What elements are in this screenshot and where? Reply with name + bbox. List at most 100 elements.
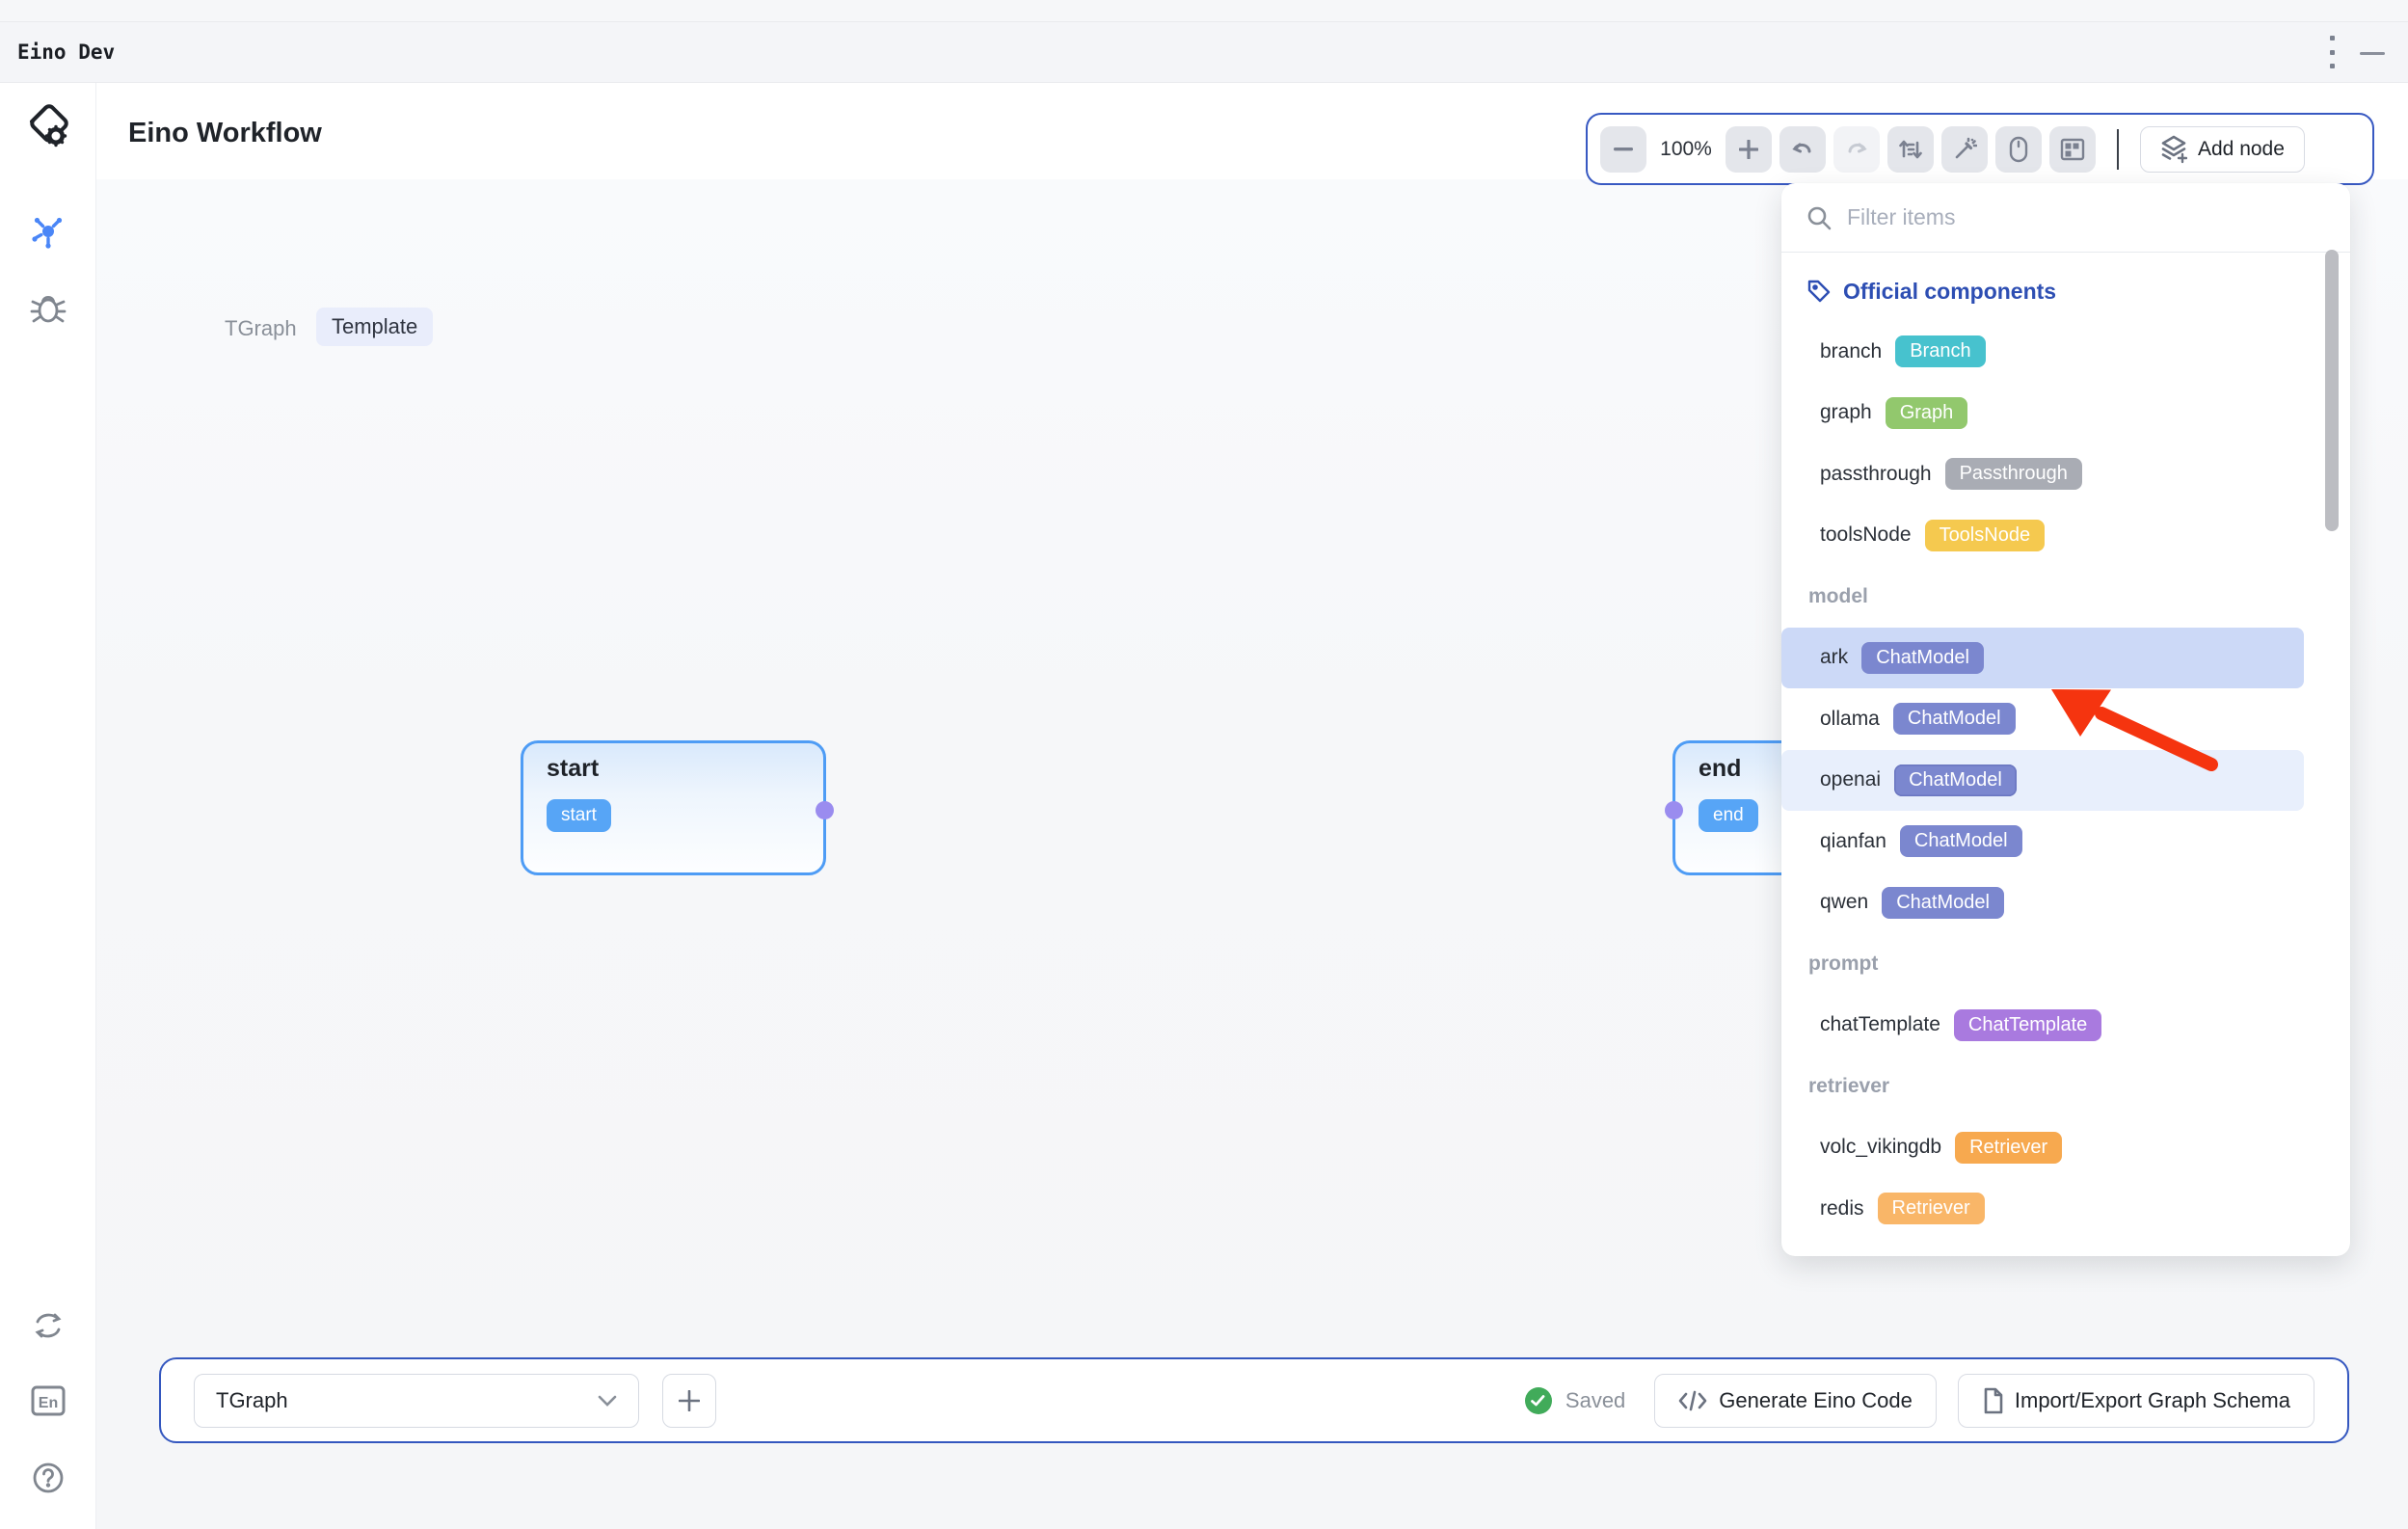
component-item-label: openai bbox=[1820, 768, 1882, 791]
bottom-bar: TGraph Saved Generate Eino Code Import/E… bbox=[159, 1357, 2349, 1443]
magic-wand-button[interactable] bbox=[1941, 125, 1988, 173]
saved-label: Saved bbox=[1565, 1387, 1626, 1412]
sidebar-item-debug[interactable] bbox=[26, 285, 70, 330]
component-type-badge: ChatModel bbox=[1899, 825, 2022, 858]
tag-icon bbox=[1807, 280, 1831, 303]
language-icon: En bbox=[31, 1385, 65, 1416]
zoom-level: 100% bbox=[1660, 137, 1712, 160]
generate-eino-code-label: Generate Eino Code bbox=[1719, 1387, 1913, 1412]
official-components-header: Official components bbox=[1781, 272, 2350, 310]
sidebar-item-refresh[interactable] bbox=[26, 1303, 70, 1348]
template-badge: Template bbox=[316, 308, 434, 346]
component-type-badge: ToolsNode bbox=[1924, 519, 2046, 551]
auto-layout-button[interactable] bbox=[1887, 125, 1934, 173]
component-item-label: branch bbox=[1820, 339, 1883, 362]
node-end-title: end bbox=[1699, 755, 1742, 782]
component-type-badge: ChatTemplate bbox=[1953, 1008, 2102, 1041]
undo-button[interactable] bbox=[1779, 125, 1826, 173]
component-item-label: passthrough bbox=[1820, 462, 1932, 485]
redo-icon bbox=[1848, 143, 1867, 152]
node-start-title: start bbox=[547, 755, 600, 782]
sidebar-item-workflow[interactable] bbox=[26, 210, 70, 255]
sidebar-item-help[interactable] bbox=[26, 1456, 70, 1500]
add-node-panel: Official components branch Branch graphGra… bbox=[1781, 183, 2350, 1256]
component-type-badge: ChatModel bbox=[1861, 641, 1984, 674]
graph-name-label: TGraph bbox=[225, 316, 297, 340]
workflow-graph-icon bbox=[31, 217, 62, 249]
add-node-button[interactable]: Add node bbox=[2140, 125, 2305, 173]
component-item-chatTemplate[interactable]: chatTemplate ChatTemplate bbox=[1781, 995, 2304, 1057]
component-type-badge: ChatModel bbox=[1894, 764, 2017, 796]
panel-search-row bbox=[1781, 183, 2350, 253]
minimize-icon[interactable] bbox=[2360, 52, 2385, 55]
official-components-title: Official components bbox=[1843, 278, 2057, 304]
toolbar-divider bbox=[2117, 128, 2119, 170]
node-end-input-port[interactable] bbox=[1665, 801, 1683, 819]
plus-icon bbox=[1739, 139, 1758, 159]
plus-icon bbox=[679, 1389, 700, 1411]
page-title: Eino Workflow bbox=[128, 118, 322, 148]
component-item-label: ollama bbox=[1820, 707, 1880, 730]
app-window: TGraph Template start start end end Eino… bbox=[0, 83, 2408, 1529]
component-type-badge: ChatModel bbox=[1892, 703, 2016, 736]
layers-plus-icon bbox=[2161, 135, 2187, 163]
svg-text:En: En bbox=[38, 1395, 57, 1411]
component-type-badge: Branch bbox=[1895, 335, 1986, 368]
zoom-in-button[interactable] bbox=[1726, 125, 1772, 173]
redo-button[interactable] bbox=[1833, 125, 1880, 173]
component-item-qianfan[interactable]: qianfan ChatModel bbox=[1781, 811, 2304, 872]
node-end-badge: end bbox=[1699, 799, 1758, 832]
mouse-settings-button[interactable] bbox=[1995, 125, 2042, 173]
help-icon bbox=[33, 1462, 63, 1493]
graph-select[interactable]: TGraph bbox=[194, 1373, 639, 1428]
eino-logo-icon bbox=[29, 104, 68, 148]
component-item-label: ark bbox=[1820, 646, 1849, 669]
filter-items-input[interactable] bbox=[1847, 204, 2325, 230]
generate-eino-code-button[interactable]: Generate Eino Code bbox=[1654, 1373, 1937, 1428]
chevron-down-icon bbox=[598, 1395, 617, 1407]
mouse-icon bbox=[2009, 136, 2028, 162]
graph-select-value: TGraph bbox=[216, 1387, 288, 1412]
code-icon bbox=[1678, 1390, 1707, 1410]
component-section-model: model bbox=[1808, 584, 1868, 607]
saved-check-icon bbox=[1524, 1386, 1552, 1414]
component-item-ark[interactable]: ark ChatModel bbox=[1781, 627, 2304, 688]
layout-grid-icon bbox=[2060, 138, 2085, 160]
component-item-label: chatTemplate bbox=[1820, 1013, 1940, 1036]
file-icon bbox=[1984, 1387, 2003, 1413]
panel-scrollbar-thumb[interactable] bbox=[2325, 250, 2339, 531]
window-titlebar: Eino Dev bbox=[0, 21, 2408, 83]
node-start-output-port[interactable] bbox=[816, 801, 834, 819]
node-start-badge: start bbox=[547, 799, 611, 832]
kebab-menu-icon[interactable] bbox=[2323, 36, 2341, 68]
component-section-retriever: retriever bbox=[1808, 1074, 1890, 1097]
zoom-out-button[interactable] bbox=[1600, 125, 1646, 173]
component-item-label: graph bbox=[1820, 401, 1872, 424]
component-item-branch[interactable]: branch Branch bbox=[1781, 321, 2304, 383]
component-type-badge: ChatModel bbox=[1882, 886, 2004, 919]
component-item-qwen[interactable]: qwen ChatModel bbox=[1781, 872, 2304, 934]
node-start[interactable]: start start bbox=[521, 740, 834, 875]
component-section-prompt: prompt bbox=[1808, 952, 1879, 975]
import-export-schema-label: Import/Export Graph Schema bbox=[2014, 1387, 2290, 1412]
component-item-label: qianfan bbox=[1820, 829, 1886, 852]
component-item-label: volc_vikingdb bbox=[1820, 1136, 1942, 1159]
component-item-toolsNode[interactable]: toolsNode ToolsNode bbox=[1781, 505, 2304, 567]
component-item-volc_vikingdb[interactable]: volc_vikingdb Retriever bbox=[1781, 1117, 2304, 1179]
eino-logo[interactable] bbox=[18, 98, 78, 158]
component-item-label: qwen bbox=[1820, 891, 1869, 914]
component-item-openai[interactable]: openai ChatModel bbox=[1781, 749, 2304, 811]
sort-layout-icon bbox=[1899, 140, 1922, 158]
import-export-schema-button[interactable]: Import/Export Graph Schema bbox=[1957, 1373, 2314, 1428]
magic-wand-icon bbox=[1955, 137, 1977, 158]
save-status: Saved bbox=[1524, 1386, 1626, 1414]
minimap-button[interactable] bbox=[2049, 125, 2096, 173]
add-graph-button[interactable] bbox=[662, 1373, 716, 1428]
component-type-badge: Retriever bbox=[1955, 1131, 2063, 1164]
sidebar-item-language[interactable]: En bbox=[26, 1379, 70, 1423]
component-item-ollama[interactable]: ollama ChatModel bbox=[1781, 688, 2304, 750]
component-item-label: toolsNode bbox=[1820, 523, 1912, 547]
